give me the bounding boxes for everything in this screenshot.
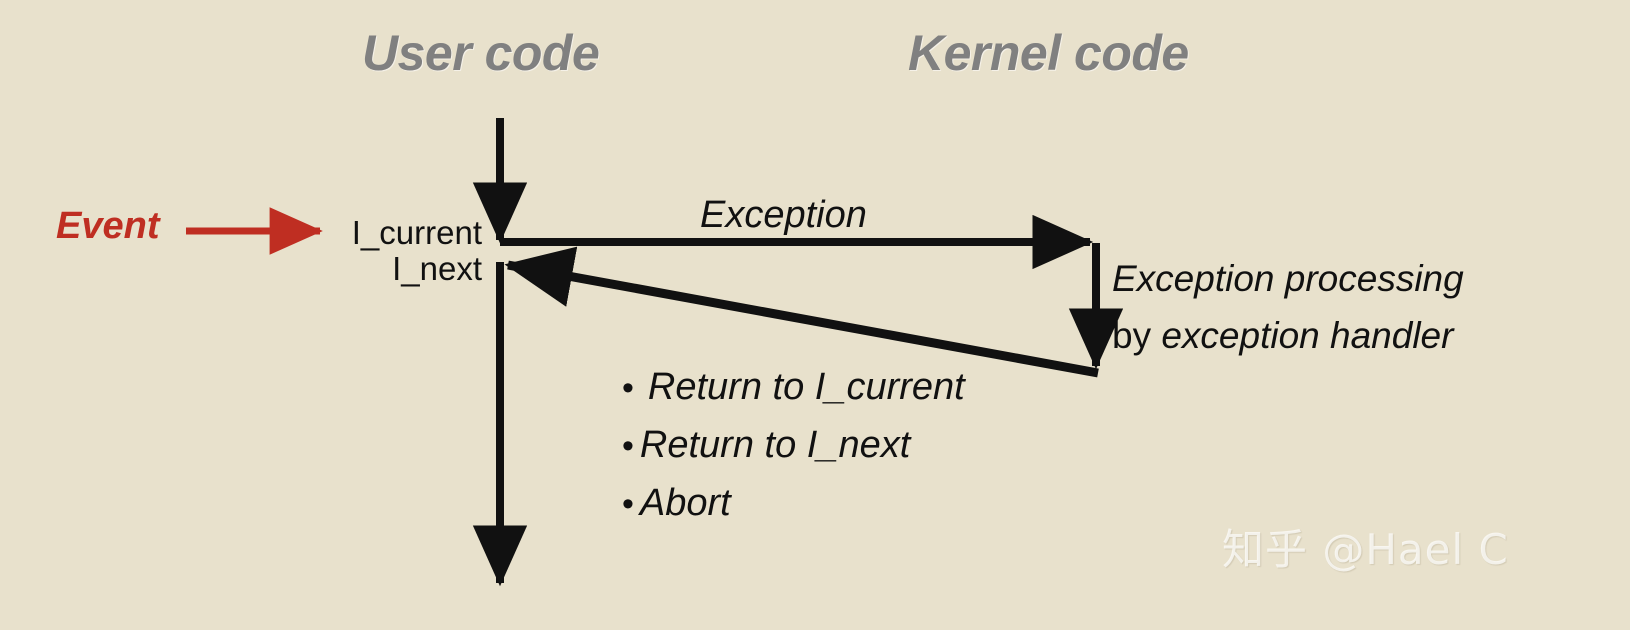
kernel-processing-by-text: by — [1112, 315, 1162, 356]
label-i-next: I_next — [392, 250, 482, 287]
kernel-processing-line-2: by exception handler — [1112, 307, 1464, 364]
list-item-label: Return to I_current — [647, 366, 965, 408]
kernel-processing-line-1: Exception processing — [1112, 250, 1464, 307]
return-options-list: • Return to I_current • Return to I_next… — [622, 366, 965, 540]
list-item-label: Return to I_next — [639, 424, 911, 466]
bullet-icon: • — [622, 427, 634, 465]
list-item-label: Abort — [639, 482, 731, 524]
bullet-icon: • — [622, 485, 634, 523]
column-header-kernel-code: Kernel code — [908, 25, 1189, 81]
list-item: • Return to I_next — [622, 424, 965, 482]
label-i-current: I_current — [351, 214, 482, 251]
event-label: Event — [56, 205, 160, 247]
column-header-user-code: User code — [362, 25, 600, 81]
list-item: • Return to I_current — [622, 366, 965, 424]
kernel-processing-text: Exception processing — [1112, 258, 1464, 299]
exception-handler-text: exception handler — [1161, 315, 1454, 356]
bullet-icon: • — [622, 369, 634, 407]
kernel-processing-note: Exception processing by exception handle… — [1112, 250, 1464, 364]
list-item: • Abort — [622, 482, 965, 540]
watermark: 知乎 @Hael C — [1222, 525, 1509, 574]
return-arrow — [504, 246, 1099, 378]
exception-transition-label: Exception — [700, 194, 867, 236]
